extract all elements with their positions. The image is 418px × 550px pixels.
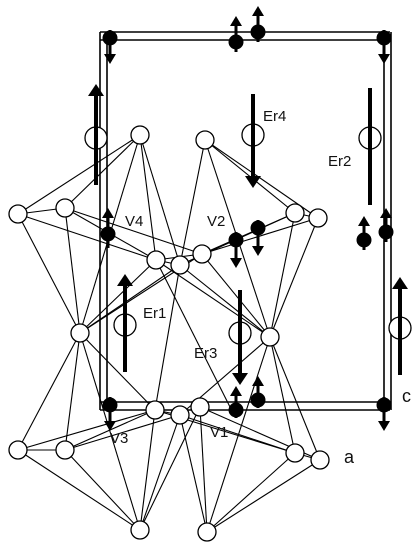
label-er1: Er1 [143, 305, 166, 322]
v-atom-top-mid-1 [228, 16, 244, 52]
v2-atom-2 [250, 220, 266, 256]
atom-labels: Er4 Er2 V4 V2 Er1 Er3 V3 V1 a c [110, 108, 411, 467]
label-er4: Er4 [263, 108, 286, 125]
label-v3: V3 [110, 430, 128, 447]
label-er3: Er3 [194, 345, 217, 362]
v1-atom-1 [228, 386, 244, 418]
v4-atom [100, 208, 116, 248]
er-spin-arrows [88, 84, 408, 385]
v-atom-bottom-right [376, 397, 392, 431]
label-v4: V4 [125, 213, 143, 230]
v-atom-top-mid-2 [250, 6, 266, 42]
label-v1: V1 [210, 424, 228, 441]
v-atom-right-mid-2 [378, 208, 394, 242]
label-axis-a: a [344, 447, 355, 467]
v-atom-right-mid-1 [356, 216, 372, 250]
v-atom-top-right [376, 30, 392, 64]
v-atoms [100, 6, 394, 431]
unit-cell-frame [99, 31, 392, 411]
polyhedra-atoms [8, 125, 330, 542]
label-axis-c: c [402, 386, 411, 406]
label-v2: V2 [207, 213, 225, 230]
label-er2: Er2 [328, 153, 351, 170]
v1-atom-2 [250, 376, 266, 408]
v3-atom [102, 397, 118, 431]
v-atom-top-left [102, 30, 118, 64]
v2-atom-1 [228, 232, 244, 268]
